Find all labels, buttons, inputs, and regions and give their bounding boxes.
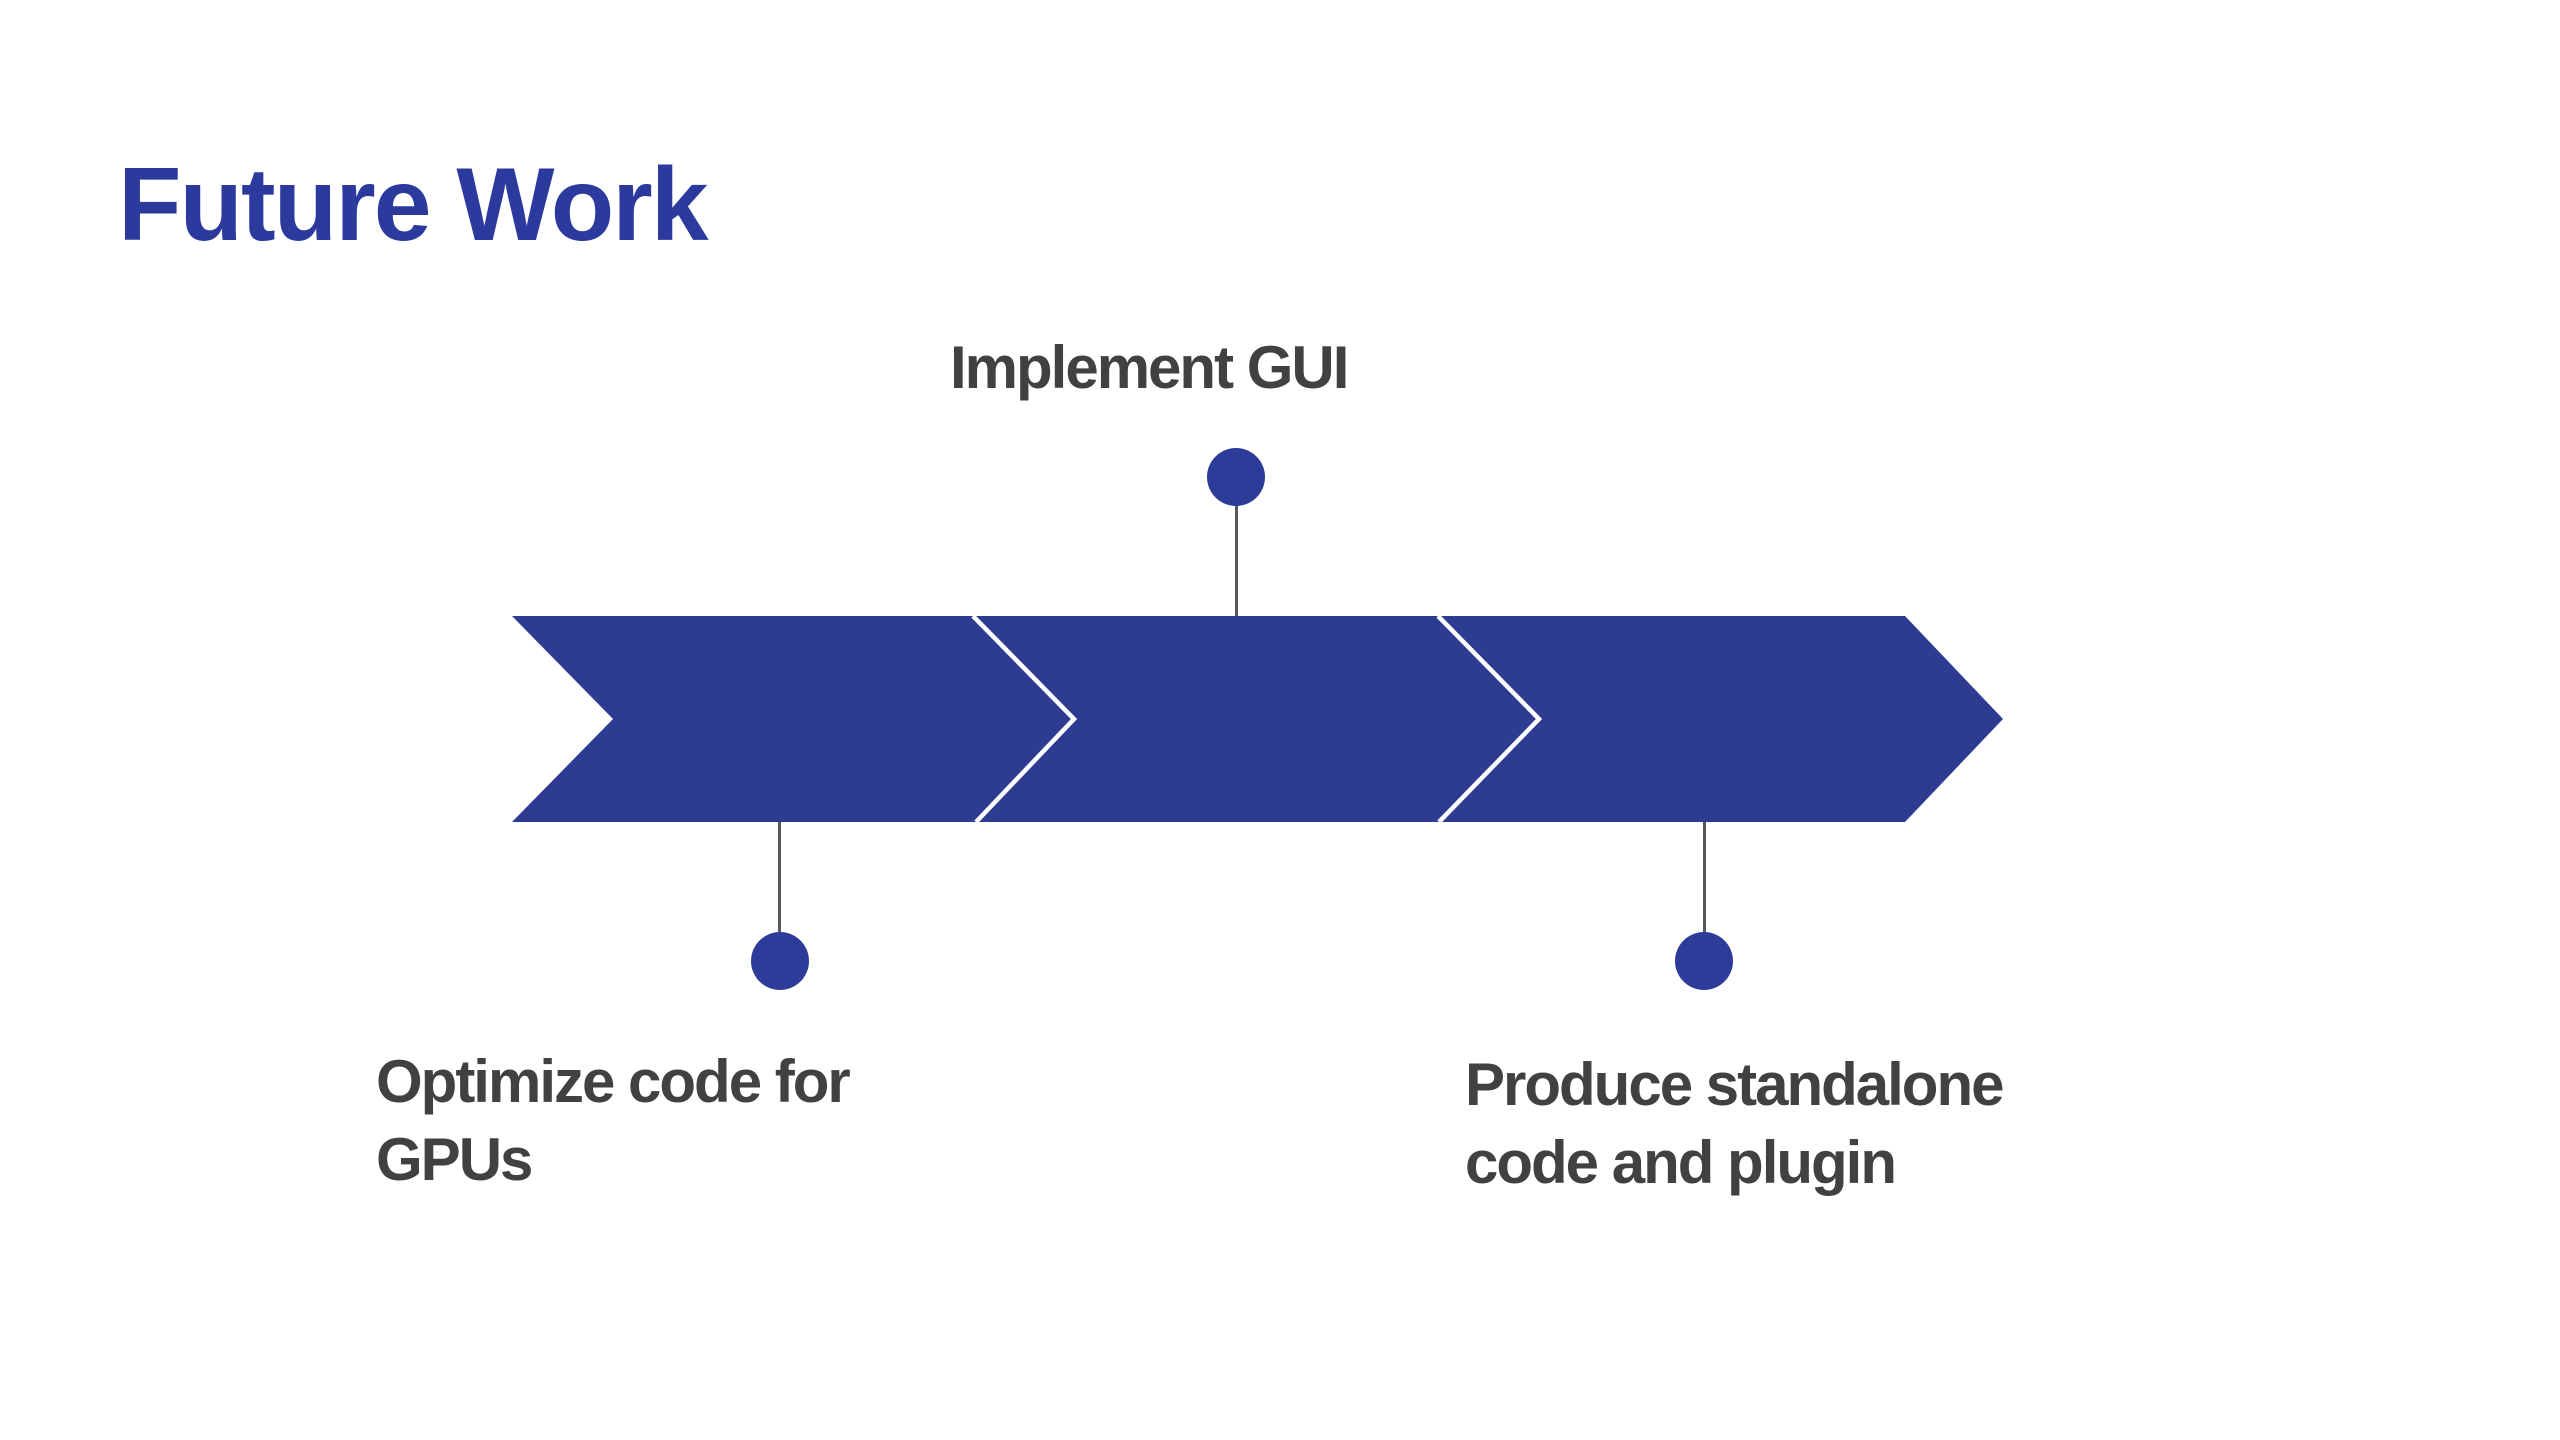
milestone-label-produce-standalone: Produce standalone code and plugin: [1465, 1046, 2004, 1202]
segment-divider-1: [971, 616, 1078, 822]
milestone-label-line: Optimize code for: [376, 1048, 851, 1115]
arrow-body-shape: [512, 616, 2003, 822]
milestone-dot-optimize-gpus: [751, 932, 809, 990]
milestone-connector-optimize-gpus: [778, 822, 781, 932]
milestone-label-implement-gui: Implement GUI: [950, 329, 1349, 407]
milestone-label-optimize-gpus: Optimize code for GPUs: [376, 1043, 851, 1199]
milestone-connector-produce-standalone: [1703, 822, 1706, 932]
milestone-connector-implement-gui: [1235, 503, 1238, 616]
milestone-label-line: GPUs: [376, 1126, 533, 1193]
segment-divider-2: [1436, 616, 1543, 822]
milestone-dot-implement-gui: [1207, 448, 1265, 506]
milestone-dot-produce-standalone: [1675, 932, 1733, 990]
milestone-label-line: code and plugin: [1465, 1129, 1897, 1196]
milestone-label-line: Implement GUI: [950, 334, 1349, 401]
milestone-label-line: Produce standalone: [1465, 1051, 2004, 1118]
page-title: Future Work: [118, 147, 709, 263]
timeline-arrow: [512, 616, 2003, 822]
